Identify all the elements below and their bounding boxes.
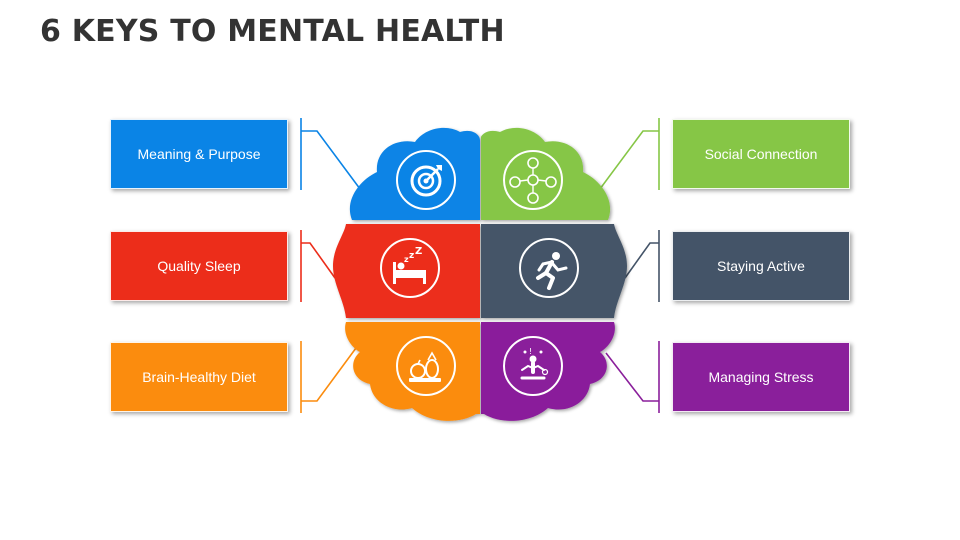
fruit-basket-icon: [396, 336, 456, 396]
svg-text:z: z: [409, 251, 414, 261]
svg-text:!: !: [529, 347, 532, 356]
social-network-icon: [503, 150, 563, 210]
connector-lines: [300, 118, 660, 413]
connector-diet-diag: [301, 347, 357, 402]
icon-circles: z z Z: [380, 150, 579, 396]
key-label: Managing Stress: [708, 369, 814, 385]
key-meaning-purpose: Meaning & Purpose: [110, 119, 288, 189]
svg-text:Z: Z: [415, 246, 422, 257]
key-quality-sleep: Quality Sleep: [110, 231, 288, 301]
connector-sleep-diag: [301, 242, 336, 279]
sleep-bed-icon: z z Z: [380, 238, 440, 298]
key-label: Quality Sleep: [157, 258, 241, 274]
svg-text:z: z: [404, 255, 409, 264]
key-brain-healthy-diet: Brain-Healthy Diet: [110, 342, 288, 412]
key-staying-active: Staying Active: [672, 231, 850, 301]
key-social-connection: Social Connection: [672, 119, 850, 189]
key-label: Meaning & Purpose: [137, 146, 261, 162]
connector-stress-diag: [605, 352, 659, 402]
key-label: Social Connection: [704, 146, 818, 162]
key-label: Brain-Healthy Diet: [142, 369, 256, 385]
key-managing-stress: Managing Stress: [672, 342, 850, 412]
connector-social-diag: [593, 130, 659, 198]
key-label: Staying Active: [717, 258, 805, 274]
running-person-icon: [519, 238, 579, 298]
connector-active-diag: [624, 242, 659, 279]
target-icon: [396, 150, 456, 210]
connector-meaning-diag: [301, 130, 367, 198]
page-title: 6 KEYS TO MENTAL HEALTH: [40, 14, 505, 49]
meditation-icon: !: [503, 336, 563, 396]
